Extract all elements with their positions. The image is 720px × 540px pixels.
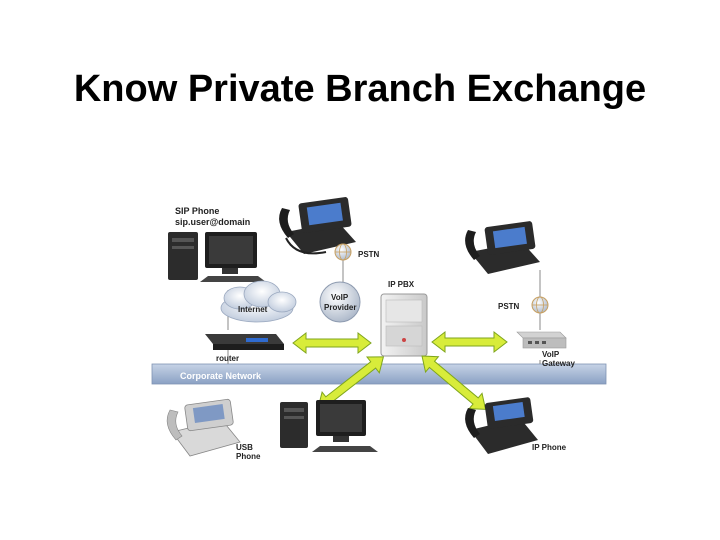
server-icon xyxy=(380,293,428,357)
ip-pbx-label: IP PBX xyxy=(388,280,415,289)
slide-title: Know Private Branch Exchange xyxy=(73,68,647,110)
voip-gateway-label-2: Gateway xyxy=(542,359,575,368)
desk-phone-icon xyxy=(465,221,540,274)
arrow-router-pbx xyxy=(292,331,372,355)
voip-gateway-label: VoIP xyxy=(542,350,560,359)
ip-phone-label: IP Phone xyxy=(532,443,567,452)
arrow-pbx-gateway xyxy=(431,330,508,354)
router-label: router xyxy=(216,354,239,363)
desktop-computer-icon xyxy=(280,400,378,452)
corporate-network-label: Corporate Network xyxy=(180,371,262,381)
globe-icon xyxy=(531,296,549,314)
cloud-icon xyxy=(220,280,297,323)
gateway-icon xyxy=(516,331,567,349)
voip-provider-globe-icon xyxy=(319,281,361,323)
voip-provider-label: VoIP xyxy=(331,293,349,302)
router-icon xyxy=(205,334,284,350)
pstn-left-label: PSTN xyxy=(358,250,380,259)
desktop-computer-icon xyxy=(168,232,266,282)
internet-label: Internet xyxy=(238,305,268,314)
sip-phone-address: sip.user@domain xyxy=(175,217,250,227)
usb-phone-label-2: Phone xyxy=(236,452,261,461)
desk-phone-icon xyxy=(465,397,538,454)
usb-phone-label: USB xyxy=(236,443,253,452)
voip-provider-label-2: Provider xyxy=(324,303,356,312)
desk-phone-icon xyxy=(166,398,241,457)
globe-icon xyxy=(334,243,352,261)
sip-phone-label: SIP Phone xyxy=(175,206,219,216)
pstn-right-label: PSTN xyxy=(498,302,520,311)
